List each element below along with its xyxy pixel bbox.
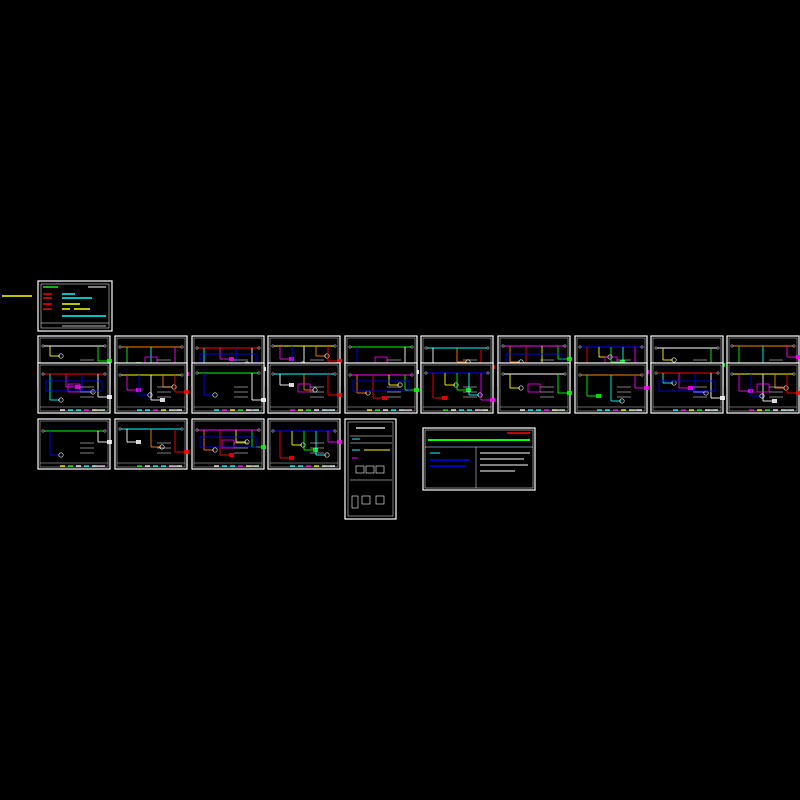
sheet-border [37, 362, 111, 414]
sheet-r2-c3[interactable] [191, 362, 266, 414]
sheet-r2-c5[interactable] [344, 362, 419, 414]
sheet-r2-c1[interactable] [37, 362, 112, 414]
sheet-r3-c4[interactable] [267, 418, 342, 470]
sheet-r2-c2[interactable] [114, 362, 189, 414]
sheet-r2-c8[interactable] [574, 362, 649, 414]
sheet-r2-c4[interactable] [267, 362, 342, 414]
sheet-border [191, 418, 265, 470]
cover-sheet[interactable] [37, 280, 113, 332]
sheet-r2-c6[interactable] [420, 362, 495, 414]
sheet-border [191, 362, 265, 414]
sheet-row-3 [37, 418, 342, 470]
sheet-border [344, 362, 418, 414]
sheet-r2-c9[interactable] [650, 362, 725, 414]
sheet-border [37, 418, 111, 470]
sheet-r3-c1[interactable] [37, 418, 112, 470]
sheet-legend-notes[interactable] [422, 427, 536, 491]
sheet-r2-c10[interactable] [726, 362, 800, 414]
sheet-r3-c3[interactable] [191, 418, 266, 470]
sheet-r2-c7[interactable] [497, 362, 572, 414]
sheet-row-2 [37, 362, 800, 414]
sheet-border [497, 362, 571, 414]
sheet-r3-c2[interactable] [114, 418, 189, 470]
sheet-equipment-list[interactable] [344, 418, 397, 520]
